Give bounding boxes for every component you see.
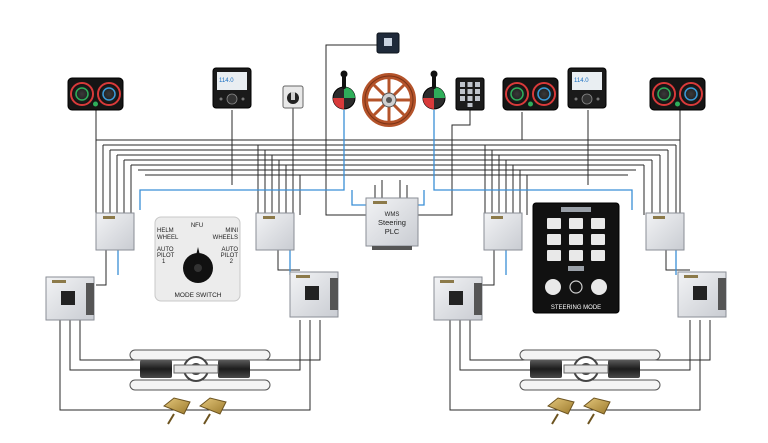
mode-mini-label-2: WHEELS	[213, 235, 238, 241]
mode-switch-knob	[183, 247, 213, 283]
autopilot-display-left: 114.0	[212, 67, 252, 109]
nfu-lever-left	[332, 70, 356, 110]
junction-box-left	[95, 212, 135, 251]
mode-ap2-label-a: AUTO	[221, 247, 238, 253]
wiring-dark	[59, 44, 711, 411]
junction-box-mid-left	[255, 212, 295, 251]
mode-button[interactable]	[547, 250, 561, 261]
mode-button[interactable]	[591, 218, 605, 229]
actuator-box-left-outer	[45, 276, 95, 321]
mode-switch-title: MODE SWITCH	[175, 292, 222, 299]
autopilot-display-right: 114.0	[567, 67, 607, 109]
engine-gauge-panel-left	[67, 77, 124, 111]
helm-wheel	[362, 73, 416, 127]
mode-button[interactable]	[591, 234, 605, 245]
mode-ap1-label-a: AUTO	[157, 247, 174, 253]
actuator-box-right-inner	[433, 276, 483, 321]
keypad-panel	[455, 77, 485, 111]
steering-plc: WMS Steering PLC	[365, 197, 419, 250]
mode-ap2-label-b: PILOT	[221, 253, 239, 259]
mode-button[interactable]	[569, 250, 583, 261]
top-remote-box	[376, 32, 400, 54]
mode-ap1-label-c: 1	[162, 259, 166, 265]
mode-ap2-label-c: 2	[230, 259, 234, 265]
actuator-box-right-outer	[677, 271, 727, 318]
wiring-blue	[117, 110, 677, 275]
mode-helm-label-1: HELM	[157, 228, 174, 234]
mode-button[interactable]	[547, 234, 561, 245]
engine-gauge-panel-mid-right	[502, 77, 559, 111]
steering-ram-assembly-left	[129, 349, 271, 391]
plc-label-line1: WMS	[385, 212, 400, 218]
junction-box-right	[645, 212, 685, 251]
hydraulic-valve-left-2	[199, 397, 227, 425]
plc-label-line2: Steering	[378, 218, 406, 227]
nfu-lever-right	[422, 70, 446, 110]
mode-button[interactable]	[547, 218, 561, 229]
plc-label-line3: PLC	[385, 227, 400, 236]
hydraulic-valve-left-1	[163, 397, 191, 425]
steering-mode-panel: STEERING MODE	[532, 202, 620, 314]
mode-button[interactable]	[569, 218, 583, 229]
steering-mode-title: STEERING MODE	[551, 305, 601, 311]
mode-ap1-label-b: PILOT	[157, 253, 175, 259]
autopilot-value-right: 114.0	[574, 78, 589, 84]
steering-mode-buttons	[547, 218, 605, 261]
hydraulic-valve-right-2	[583, 397, 611, 425]
round-button-left[interactable]	[545, 279, 561, 295]
autopilot-value-left: 114.0	[219, 78, 234, 84]
rotary-knob[interactable]	[569, 280, 583, 294]
mode-switch: HELM WHEEL NFU MINI WHEELS AUTO PILOT 1 …	[154, 216, 241, 302]
mode-helm-label-2: WHEEL	[157, 235, 179, 241]
round-button-right[interactable]	[591, 279, 607, 295]
autopilot-controller	[282, 85, 304, 109]
mode-button[interactable]	[569, 234, 583, 245]
steering-ram-assembly-right	[519, 349, 661, 391]
engine-gauge-panel-right	[649, 77, 706, 111]
mode-button[interactable]	[591, 250, 605, 261]
mode-mini-label-1: MINI	[225, 228, 238, 234]
mode-nfu-label: NFU	[191, 223, 203, 229]
actuator-box-left-inner	[289, 271, 339, 318]
junction-box-mid-right	[483, 212, 523, 251]
hydraulic-valve-right-1	[547, 397, 575, 425]
